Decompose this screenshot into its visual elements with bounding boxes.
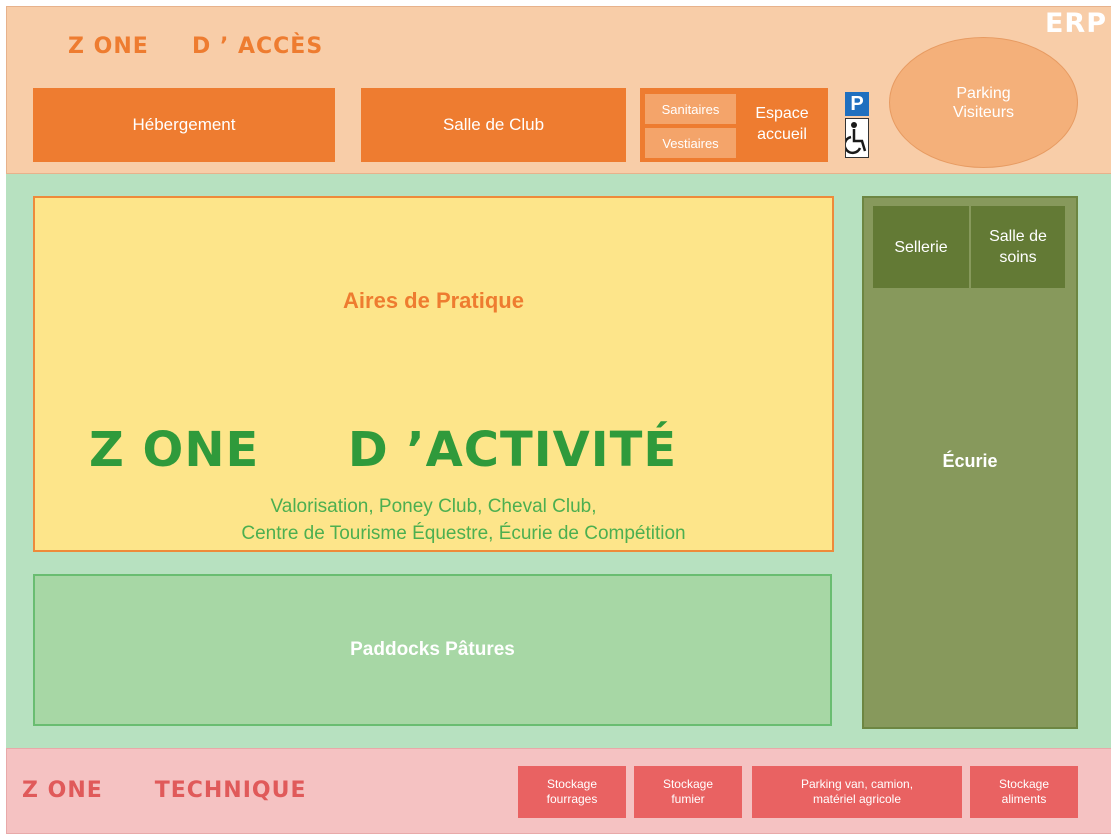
zone-activite-subtitle: Valorisation, Poney Club, Cheval Club, C… xyxy=(35,493,832,547)
zone-technique-title: Z ONE TECHNIQUE xyxy=(22,778,307,803)
parking-sign-letter: P xyxy=(850,92,864,115)
hebergement-box: Hébergement xyxy=(33,88,335,162)
tech-item-line2: aliments xyxy=(1001,792,1047,806)
stockage-aliments: Stockage aliments xyxy=(970,766,1078,818)
sanitaires-label: Sanitaires xyxy=(661,101,720,117)
tech-item-line1: Stockage xyxy=(662,777,714,791)
salle-club-label: Salle de Club xyxy=(442,115,545,134)
espace-accueil-line2: accueil xyxy=(757,126,807,143)
aires-de-pratique-label: Aires de Pratique xyxy=(343,288,524,313)
zone-activite-title: Z ONE D ’ACTIVITÉ xyxy=(89,422,678,478)
ecurie-label: Écurie xyxy=(942,451,998,471)
subtitle-line1: Valorisation, Poney Club, Cheval Club, xyxy=(270,496,597,517)
subtitle-line2: Centre de Tourisme Équestre, Écurie de C… xyxy=(241,523,686,544)
tech-item-line2: matériel agricole xyxy=(812,792,902,806)
tech-item-line2: fourrages xyxy=(546,792,598,806)
stockage-fourrages: Stockage fourrages xyxy=(518,766,626,818)
ecurie-block: Sellerie Salle de soins Écurie xyxy=(862,196,1078,729)
zone-acces-title: Z ONE D ’ ACCÈS xyxy=(68,34,324,59)
paddocks-patures: Paddocks Pâtures xyxy=(33,574,832,726)
sanitaires-box: Sanitaires xyxy=(645,94,736,124)
parking-visiteurs-line1: Parking xyxy=(956,84,1011,102)
parking-sign-icon: P xyxy=(845,92,869,116)
parking-van: Parking van, camion, matériel agricole xyxy=(752,766,962,818)
tech-item-line1: Parking van, camion, xyxy=(800,777,914,791)
tech-item-line2: fumier xyxy=(671,792,705,806)
vestiaires-label: Vestiaires xyxy=(662,135,719,151)
wheelchair-icon xyxy=(843,118,869,158)
hebergement-label: Hébergement xyxy=(132,115,236,134)
sellerie-box: Sellerie xyxy=(873,206,969,288)
vestiaires-box: Vestiaires xyxy=(645,128,736,158)
parking-visiteurs: Parking Visiteurs xyxy=(889,37,1078,168)
espace-accueil-line1: Espace xyxy=(755,105,809,122)
salle-soins-line2: soins xyxy=(999,249,1037,266)
stockage-fumier: Stockage fumier xyxy=(634,766,742,818)
erp-label: ERP xyxy=(1044,8,1107,39)
tech-item-line1: Stockage xyxy=(546,777,598,791)
sellerie-label: Sellerie xyxy=(894,238,948,256)
salle-soins-box: Salle de soins xyxy=(971,206,1065,288)
salle-club-box: Salle de Club xyxy=(361,88,626,162)
aires-de-pratique: Aires de Pratique Z ONE D ’ACTIVITÉ Valo… xyxy=(33,196,834,552)
tech-item-line1: Stockage xyxy=(998,777,1050,791)
espace-accueil-label: Espace accueil xyxy=(738,94,826,154)
parking-visiteurs-line2: Visiteurs xyxy=(952,103,1015,121)
salle-soins-line1: Salle de xyxy=(989,228,1047,245)
paddocks-patures-label: Paddocks Pâtures xyxy=(350,639,515,660)
